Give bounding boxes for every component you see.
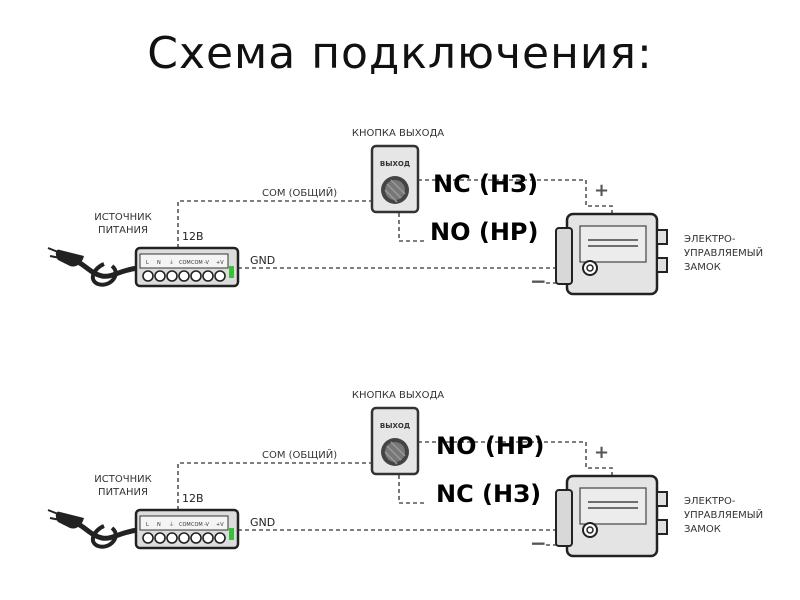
psu-terminal-6: -V: [204, 522, 210, 528]
psu-terminal-2: N: [157, 522, 161, 528]
lower-contact-label: NO (НР): [430, 218, 538, 246]
minus-sign: −: [530, 531, 547, 555]
power-label-line-2: ПИТАНИЯ: [98, 225, 148, 236]
power-label-line-1: ИСТОЧНИК: [94, 474, 151, 485]
gnd-label: GND: [250, 516, 275, 529]
psu-terminal-1: L: [146, 260, 149, 266]
com-label: COM (ОБЩИЙ): [262, 448, 337, 461]
button-text: ВЫХОД: [380, 160, 410, 168]
plus-sign: +: [594, 180, 609, 201]
lock-label-line-3: ЗАМОК: [684, 262, 721, 273]
lock-label-line-1: ЭЛЕКТРО-: [684, 496, 736, 507]
power-label-line-2: ПИТАНИЯ: [98, 487, 148, 498]
upper-contact-label: NC (НЗ): [433, 170, 538, 198]
lock-label-line-2: УПРАВЛЯЕМЫЙ: [684, 246, 763, 259]
psu-terminal-4: COM: [179, 260, 191, 266]
gnd-label: GND: [250, 254, 275, 267]
lock-label-line-2: УПРАВЛЯЕМЫЙ: [684, 508, 763, 521]
com-label: COM (ОБЩИЙ): [262, 186, 337, 199]
psu-terminal-3: ⏚: [169, 259, 174, 266]
psu-terminal-6: -V: [204, 260, 210, 266]
lock-label-line-1: ЭЛЕКТРО-: [684, 234, 736, 245]
psu-terminal-3: ⏚: [169, 521, 174, 528]
v12-label: 12В: [182, 492, 204, 505]
diagram-title: Схема подключения:: [147, 28, 653, 79]
plus-sign: +: [594, 442, 609, 463]
psu-terminal-4: COM: [179, 522, 191, 528]
psu-terminal-2: N: [157, 260, 161, 266]
v12-label: 12В: [182, 230, 204, 243]
psu-terminal-1: L: [146, 522, 149, 528]
diagram-block-1: L N ⏚ COM COM -V +V ВЫХОД КНОПКА ВЫХОДА …: [48, 128, 763, 294]
button-label: КНОПКА ВЫХОДА: [352, 390, 444, 401]
psu-terminal-7: +V: [216, 260, 224, 266]
lock-label-line-3: ЗАМОК: [684, 524, 721, 535]
upper-contact-label: NO (НР): [436, 432, 544, 460]
psu-terminal-7: +V: [216, 522, 224, 528]
lower-contact-label: NC (НЗ): [436, 480, 541, 508]
diagram-block-2: L N ⏚ COM COM -V +V ВЫХОД КНОПКА ВЫХОДА …: [48, 390, 763, 556]
power-label-line-1: ИСТОЧНИК: [94, 212, 151, 223]
minus-sign: −: [530, 269, 547, 293]
button-label: КНОПКА ВЫХОДА: [352, 128, 444, 139]
psu-terminal-5: COM: [191, 260, 203, 266]
button-text: ВЫХОД: [380, 422, 410, 430]
psu-terminal-5: COM: [191, 522, 203, 528]
